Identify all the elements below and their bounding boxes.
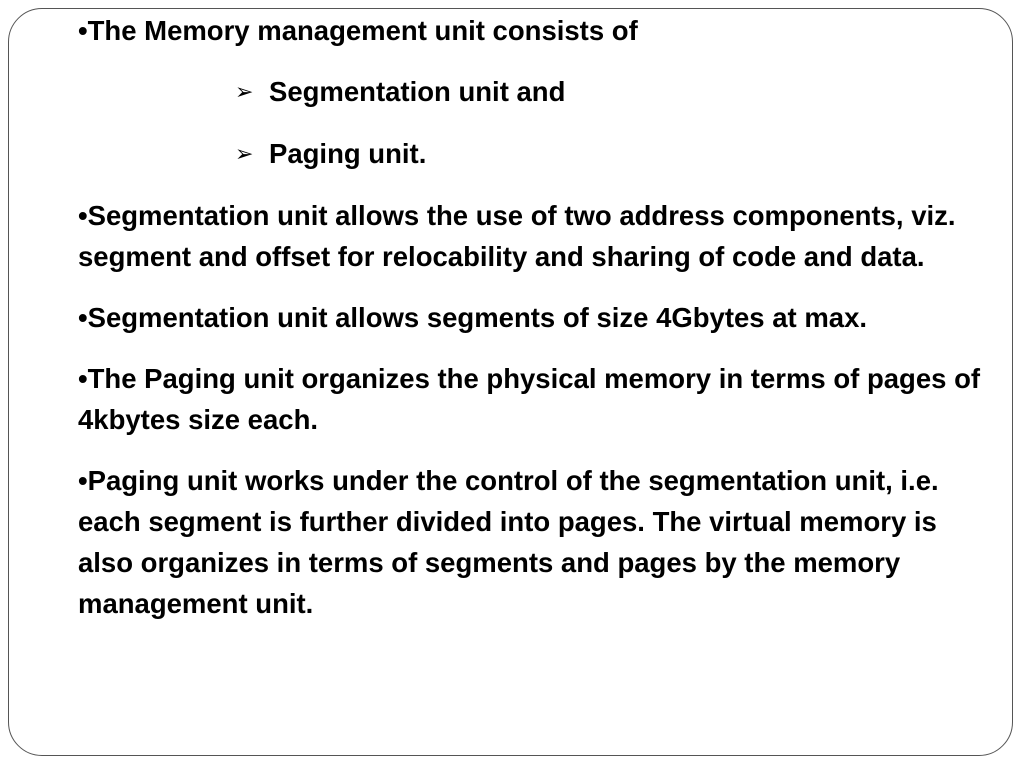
sub-item-segmentation: ➢ Segmentation unit and — [235, 71, 983, 113]
sub-item-paging: ➢ Paging unit. — [235, 133, 983, 175]
paragraph-paging-control: •Paging unit works under the control of … — [78, 465, 939, 619]
paragraph-paging-unit: •The Paging unit organizes the physical … — [78, 363, 981, 435]
sub-item-text: Paging unit. — [269, 138, 427, 169]
slide-content: •The Memory management unit consists of … — [78, 10, 983, 644]
sub-item-text: Segmentation unit and — [269, 76, 566, 107]
slide-frame — [8, 8, 1013, 756]
intro-bullet: •The Memory management unit consists of — [78, 15, 638, 46]
paragraph-segment-size: •Segmentation unit allows segments of si… — [78, 302, 868, 333]
arrow-bullet-icon: ➢ — [235, 80, 254, 105]
paragraph-segmentation-address: •Segmentation unit allows the use of two… — [78, 200, 956, 272]
arrow-bullet-icon: ➢ — [235, 142, 254, 167]
